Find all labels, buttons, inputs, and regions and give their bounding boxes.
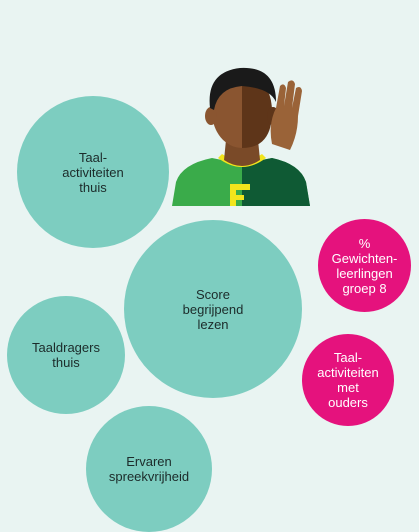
- bubble-language-carriers-home-label: Taaldragers thuis: [32, 340, 100, 370]
- bubble-reading-comprehension-score-label: Score begrijpend lezen: [182, 286, 244, 332]
- bubble-reading-comprehension-score: Score begrijpend lezen: [124, 220, 302, 398]
- bubble-language-activities-with-parents-label: Taal- activiteiten met ouders: [317, 350, 379, 410]
- listening-person-icon: [172, 67, 310, 206]
- bubble-home-language-activities: Taal- activiteiten thuis: [17, 96, 169, 248]
- bubble-language-activities-with-parents: Taal- activiteiten met ouders: [302, 334, 394, 426]
- bubble-home-language-activities-label: Taal- activiteiten thuis: [62, 149, 124, 195]
- bubble-weighted-students-grade8-label: % Gewichten- leerlingen groep 8: [331, 235, 398, 296]
- bubble-perceived-freedom-of-speech: Ervaren spreekvrijheid: [86, 406, 212, 532]
- bubble-language-carriers-home: Taaldragers thuis: [7, 296, 125, 414]
- bubble-perceived-freedom-of-speech-label: Ervaren spreekvrijheid: [108, 454, 190, 484]
- bubble-weighted-students-grade8: % Gewichten- leerlingen groep 8: [318, 219, 411, 312]
